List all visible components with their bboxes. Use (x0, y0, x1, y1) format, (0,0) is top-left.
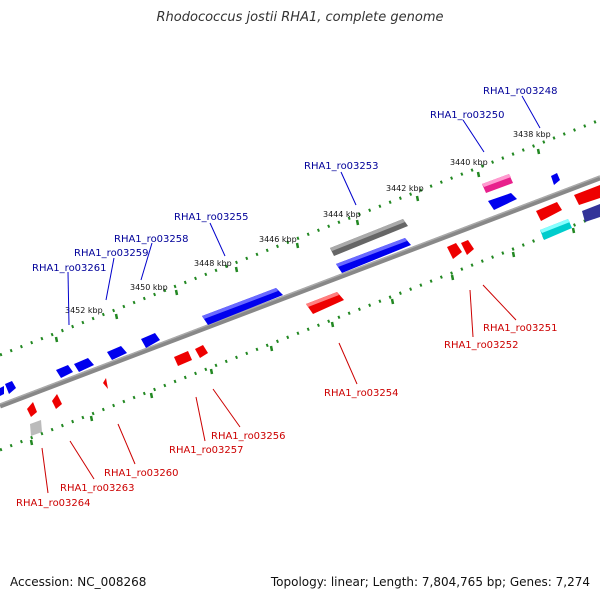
label-ro03261[interactable]: RHA1_ro03261 (32, 263, 107, 274)
label-ro03263[interactable]: RHA1_ro03263 (60, 483, 135, 494)
gene-ro03257[interactable] (174, 351, 192, 366)
gene-ro03254[interactable] (306, 292, 344, 314)
label-ro03250[interactable]: RHA1_ro03250 (430, 110, 505, 121)
gene-ro03251[interactable] (461, 240, 474, 255)
gene-ro03263[interactable] (52, 394, 62, 409)
label-ro03260[interactable]: RHA1_ro03260 (104, 468, 179, 479)
topology-text: Topology: linear; Length: 7,804,765 bp; … (270, 575, 590, 589)
forward-genes (0, 173, 600, 396)
reverse-genes (27, 185, 600, 436)
label-ro03258[interactable]: RHA1_ro03258 (114, 234, 189, 245)
gene-left-blue-a[interactable] (5, 381, 16, 394)
bottom-leader-lines (41, 284, 517, 494)
label-ro03251[interactable]: RHA1_ro03251 (483, 323, 558, 334)
scale-label-3450: 3450 kbp (130, 283, 168, 292)
label-ro03248[interactable]: RHA1_ro03248 (483, 86, 558, 97)
gene-ro03256[interactable] (195, 345, 208, 358)
label-ro03256[interactable]: RHA1_ro03256 (211, 431, 286, 442)
gene-ro03260[interactable] (103, 378, 108, 389)
gene-ro03253[interactable] (336, 238, 411, 273)
gene-ro03250[interactable] (488, 193, 517, 210)
gene-ro03255-top (202, 288, 278, 319)
genome-backbone (0, 175, 600, 409)
gene-ro03248[interactable] (551, 173, 560, 185)
gene-ro03264-red[interactable] (27, 402, 37, 417)
backbone-highlight (0, 175, 600, 405)
upper-major-ticks (54, 148, 541, 343)
label-ro03257[interactable]: RHA1_ro03257 (169, 445, 244, 456)
gene-ro03254-top (306, 292, 339, 307)
gene-ro03258[interactable] (141, 333, 160, 348)
scale-label-3444: 3444 kbp (323, 210, 361, 219)
gene-ro03253-top (336, 238, 407, 267)
scale-label-3438: 3438 kbp (513, 130, 551, 139)
top-gene-labels: RHA1_ro03248 RHA1_ro03250 RHA1_ro03253 R… (32, 86, 558, 274)
label-ro03255[interactable]: RHA1_ro03255 (174, 212, 249, 223)
gene-pink-top (482, 174, 511, 187)
top-leader-lines (67, 95, 541, 326)
gene-left-blue-b[interactable] (0, 386, 4, 396)
gene-ro03261-a[interactable] (74, 358, 94, 372)
scale-labels: 3438 kbp 3440 kbp 3442 kbp 3444 kbp 3446… (65, 130, 551, 315)
scale-label-3452: 3452 kbp (65, 306, 103, 315)
gene-ro03259[interactable] (107, 346, 127, 360)
label-ro03252[interactable]: RHA1_ro03252 (444, 340, 519, 351)
label-ro03253[interactable]: RHA1_ro03253 (304, 161, 379, 172)
gene-cyan-top (540, 219, 570, 233)
label-ro03259[interactable]: RHA1_ro03259 (74, 248, 149, 259)
bottom-gene-labels: RHA1_ro03251 RHA1_ro03252 RHA1_ro03254 R… (16, 323, 558, 509)
label-ro03264[interactable]: RHA1_ro03264 (16, 498, 91, 509)
genome-title: Rhodococcus jostii RHA1, complete genome (156, 10, 444, 25)
scale-label-3448: 3448 kbp (194, 259, 232, 268)
accession-text: Accession: NC_008268 (10, 575, 147, 589)
lower-major-ticks (29, 227, 576, 446)
gene-ro03264-gray[interactable] (30, 420, 42, 436)
scale-label-3440: 3440 kbp (450, 158, 488, 167)
upper-scale-track (0, 118, 600, 357)
gene-gray-top (330, 219, 405, 251)
scale-label-3446: 3446 kbp (259, 235, 297, 244)
gene-right-red-a[interactable] (536, 202, 562, 221)
gene-right-red-b[interactable] (574, 185, 600, 205)
scale-label-3442: 3442 kbp (386, 184, 424, 193)
label-ro03254[interactable]: RHA1_ro03254 (324, 388, 399, 399)
gene-ro03252[interactable] (447, 243, 462, 259)
gene-right-navy[interactable] (582, 204, 600, 222)
gene-ro03255[interactable] (202, 288, 283, 325)
gene-ro03261-b[interactable] (56, 365, 73, 378)
